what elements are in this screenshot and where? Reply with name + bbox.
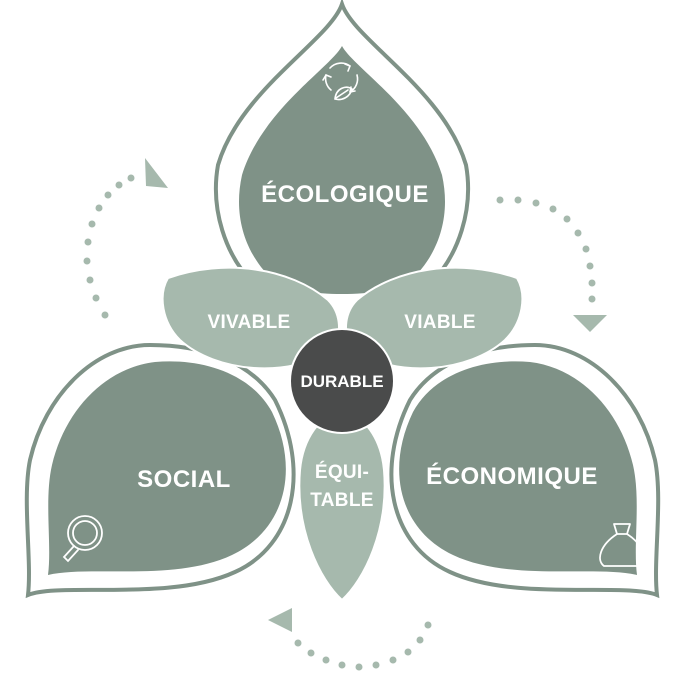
dotted-arc-left: [83, 174, 135, 319]
petal-social: [48, 361, 286, 575]
overlap-petals: [161, 266, 524, 602]
recycle-leaf-icon: [322, 62, 359, 101]
arrowhead-right: [573, 315, 607, 332]
dotted-arc-right: [496, 196, 596, 303]
petal-ecologique: [238, 46, 446, 294]
arrowhead-left: [145, 158, 168, 188]
magnifier-icon: [62, 515, 103, 563]
main-petals: [48, 46, 637, 575]
cycle-arrows: [83, 158, 607, 671]
center-circle: [289, 328, 395, 434]
arrowhead-bottom: [268, 608, 292, 632]
label-equitable-line1: ÉQUI-: [315, 461, 369, 483]
label-viable: VIABLE: [404, 312, 475, 333]
petal-economique: [399, 361, 637, 575]
label-ecologique: ÉCOLOGIQUE: [261, 180, 429, 208]
money-bag-icon: [599, 523, 645, 567]
label-social: SOCIAL: [137, 466, 231, 493]
label-equitable-line2: TABLE: [310, 490, 373, 511]
label-economique: ÉCONOMIQUE: [426, 462, 598, 490]
label-durable: DURABLE: [300, 372, 383, 391]
dotted-arc-bottom: [294, 621, 432, 671]
label-vivable: VIVABLE: [207, 312, 290, 333]
